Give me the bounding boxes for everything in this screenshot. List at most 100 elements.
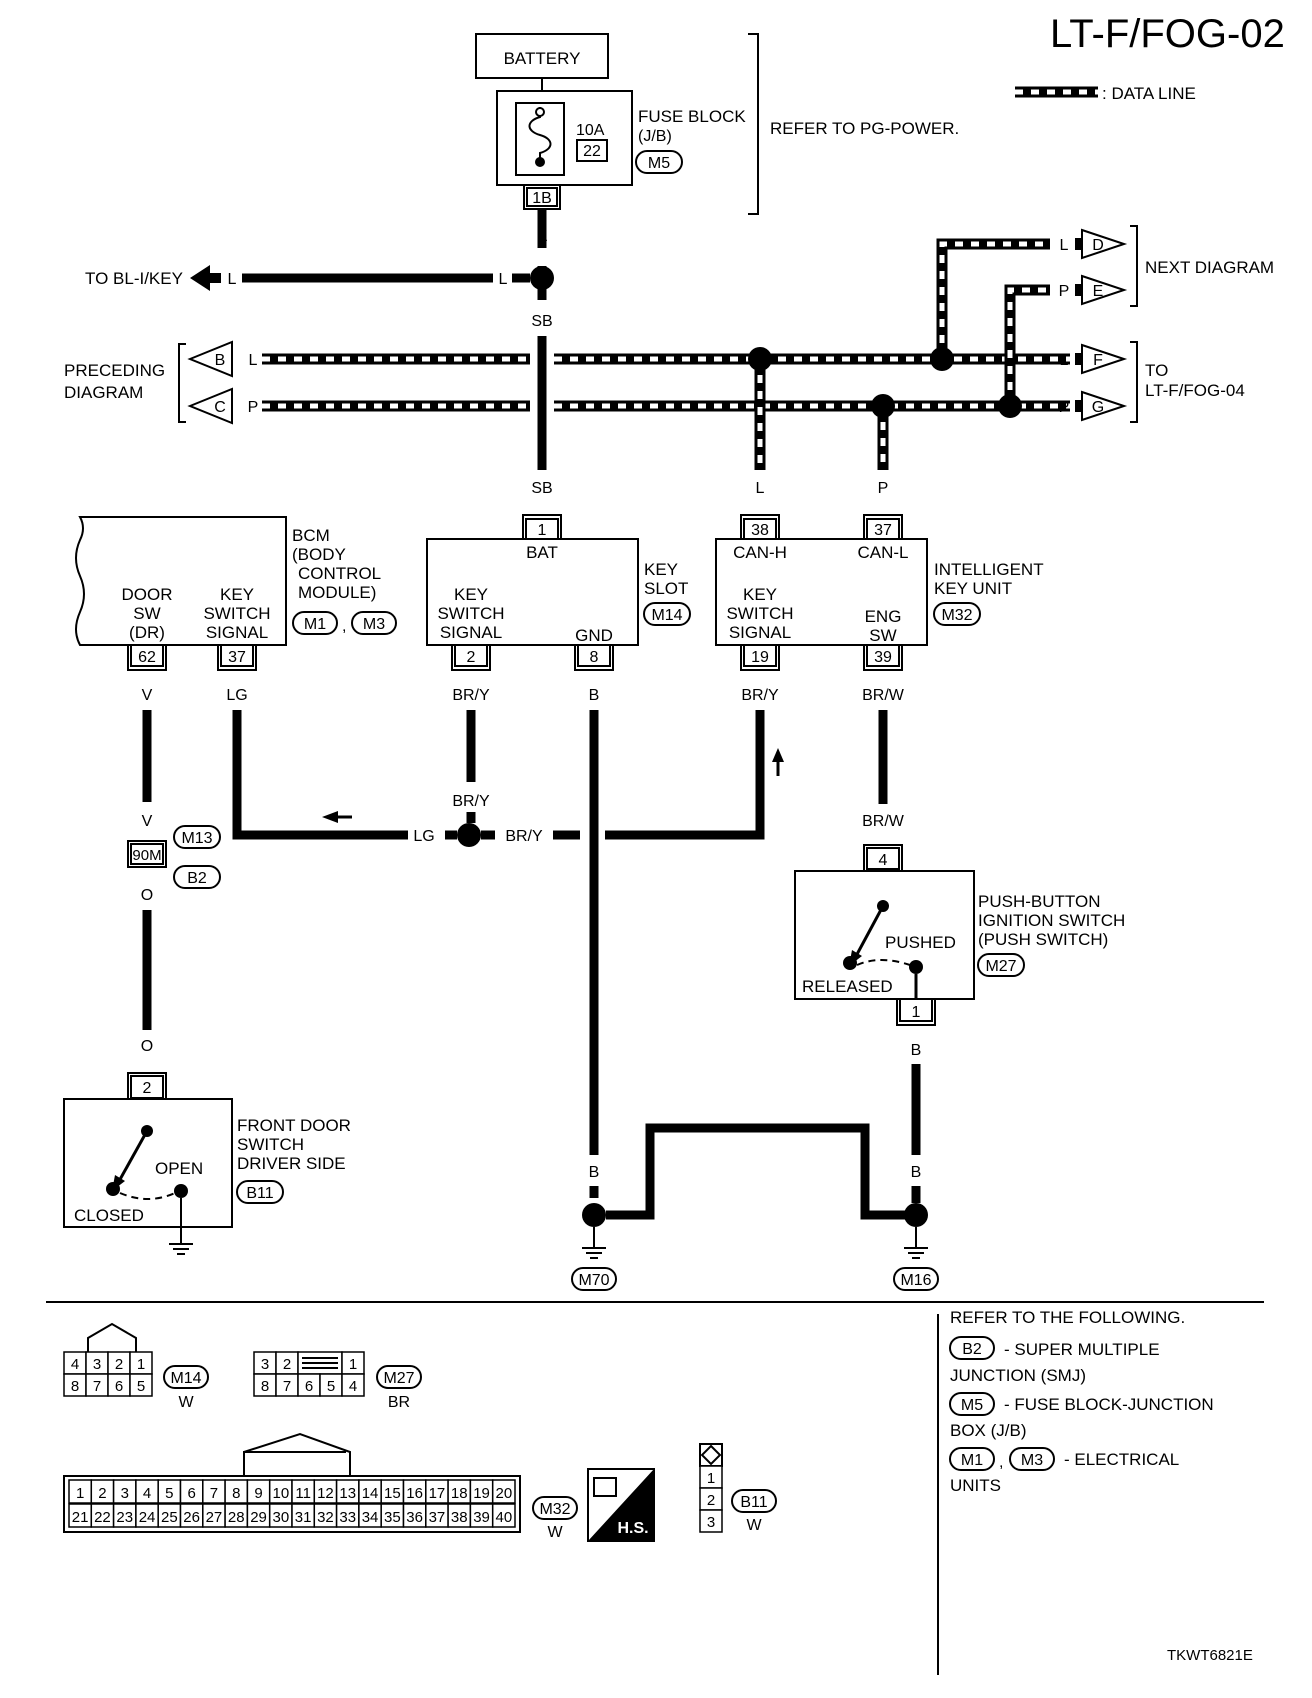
refer-bracket <box>748 33 759 215</box>
pin-cell: 38 <box>451 1509 468 1526</box>
svg-text:CONTROL: CONTROL <box>298 564 381 583</box>
bcm-box <box>75 516 287 646</box>
pin-cell: 5 <box>165 1485 173 1502</box>
fuse-block-label: FUSE BLOCK <box>638 107 746 126</box>
push-switch-box <box>794 870 975 1000</box>
wire-label-p-ikey: P <box>878 480 889 497</box>
svg-text:GND: GND <box>575 626 613 645</box>
fuse-conn-m5: M5 <box>648 155 670 172</box>
pin-door-2: 2 <box>143 1080 152 1097</box>
to-label-2: LT-F/FOG-04 <box>1145 381 1245 400</box>
splice-can-h-2 <box>930 347 954 371</box>
svg-text:BR/Y: BR/Y <box>452 793 490 810</box>
svg-text:M1: M1 <box>961 1452 983 1469</box>
pin-ks-2: 2 <box>467 649 476 666</box>
pin-cell: 33 <box>339 1509 356 1526</box>
svg-text:V: V <box>142 813 153 830</box>
wire-label-l-mid: L <box>499 271 508 288</box>
pin-cell: 8 <box>232 1485 240 1502</box>
wire-label-sb-1: SB <box>531 313 552 330</box>
key-slot-box <box>426 538 639 646</box>
can-lines <box>262 238 1070 470</box>
svg-text:P: P <box>1059 283 1070 300</box>
svg-text:M27: M27 <box>985 958 1016 975</box>
legend-label: : DATA LINE <box>1102 84 1196 103</box>
svg-text:BCM: BCM <box>292 526 330 545</box>
pin-cell: 12 <box>317 1485 334 1502</box>
splice-bry <box>457 823 481 847</box>
svg-text:PUSH-BUTTON: PUSH-BUTTON <box>978 892 1100 911</box>
svg-text:V: V <box>142 687 153 704</box>
svg-text:SWITCH: SWITCH <box>203 604 270 623</box>
svg-text:B: B <box>589 1164 600 1181</box>
ground-m16: M16 <box>900 1272 931 1289</box>
svg-text:FRONT DOOR: FRONT DOOR <box>237 1116 351 1135</box>
pin-cell: 4 <box>71 1356 79 1373</box>
pin-cell: 7 <box>283 1378 291 1395</box>
svg-text:G: G <box>1092 399 1104 416</box>
pin-bcm-37: 37 <box>228 649 246 666</box>
pin-cell: 11 <box>295 1485 311 1502</box>
pin-cell: 3 <box>93 1356 101 1373</box>
offpage-c <box>187 387 233 425</box>
svg-text:IGNITION SWITCH: IGNITION SWITCH <box>978 911 1125 930</box>
svg-text:90M: 90M <box>132 847 161 864</box>
splice-can-h <box>748 347 772 371</box>
signal-arrow-left-icon <box>322 811 338 823</box>
svg-text:W: W <box>547 1524 563 1541</box>
svg-text:,: , <box>342 618 346 635</box>
pin-cell: 19 <box>473 1485 490 1502</box>
pin-cell: 5 <box>327 1378 335 1395</box>
pin-cell: 36 <box>406 1509 423 1526</box>
svg-text:M3: M3 <box>1021 1452 1043 1469</box>
svg-text:O: O <box>141 887 153 904</box>
refer-pg-power: REFER TO PG-POWER. <box>770 119 959 138</box>
svg-text:DOOR: DOOR <box>122 585 173 604</box>
svg-text:KEY: KEY <box>454 585 488 604</box>
pin-cell: 14 <box>362 1485 379 1502</box>
fuse-block-sub: (J/B) <box>638 128 672 145</box>
svg-text:LG: LG <box>413 828 434 845</box>
pin-cell: 6 <box>305 1378 313 1395</box>
splice-can-l-2 <box>998 394 1022 418</box>
svg-text:B: B <box>911 1164 922 1181</box>
svg-text:(DR): (DR) <box>129 623 165 642</box>
svg-text:PUSHED: PUSHED <box>885 933 956 952</box>
svg-text:CAN-H: CAN-H <box>733 543 787 562</box>
pin-cell: 3 <box>707 1514 715 1531</box>
offpage-f <box>1081 343 1128 375</box>
svg-text:SW: SW <box>869 626 896 645</box>
svg-text:L: L <box>1060 237 1069 254</box>
svg-text:CAN-L: CAN-L <box>857 543 908 562</box>
splice-ground-m16 <box>904 1203 928 1227</box>
svg-text:CLOSED: CLOSED <box>74 1206 144 1225</box>
svg-text:JUNCTION (SMJ): JUNCTION (SMJ) <box>950 1366 1086 1385</box>
svg-text:E: E <box>1093 283 1104 300</box>
pin-cell: 6 <box>115 1378 123 1395</box>
pin-ik-37: 37 <box>874 522 892 539</box>
battery-label: BATTERY <box>504 49 581 68</box>
pin-cell: 10 <box>273 1485 290 1502</box>
svg-text:M13: M13 <box>181 830 212 847</box>
wire-label-l-ikey: L <box>756 480 765 497</box>
pin-cell: 35 <box>384 1509 401 1526</box>
svg-text:OPEN: OPEN <box>155 1159 203 1178</box>
svg-text:W: W <box>746 1517 762 1534</box>
svg-text:M3: M3 <box>363 616 385 633</box>
svg-text:D: D <box>1092 237 1104 254</box>
splice-can-l <box>871 394 895 418</box>
wire-label-l-left: L <box>228 271 237 288</box>
offpage-b <box>187 340 233 378</box>
pin-ks-1: 1 <box>538 522 547 539</box>
svg-text:B: B <box>911 1042 922 1059</box>
svg-text:B2: B2 <box>962 1341 982 1358</box>
pin-cell: 26 <box>183 1509 200 1526</box>
svg-text:SIGNAL: SIGNAL <box>729 623 791 642</box>
pin-ik-39: 39 <box>874 649 892 666</box>
fuse-number: 22 <box>583 143 601 160</box>
svg-text:SWITCH: SWITCH <box>237 1135 304 1154</box>
pin-cell: 8 <box>261 1378 269 1395</box>
pin-push-1: 1 <box>912 1004 921 1021</box>
svg-text:M1: M1 <box>304 616 326 633</box>
